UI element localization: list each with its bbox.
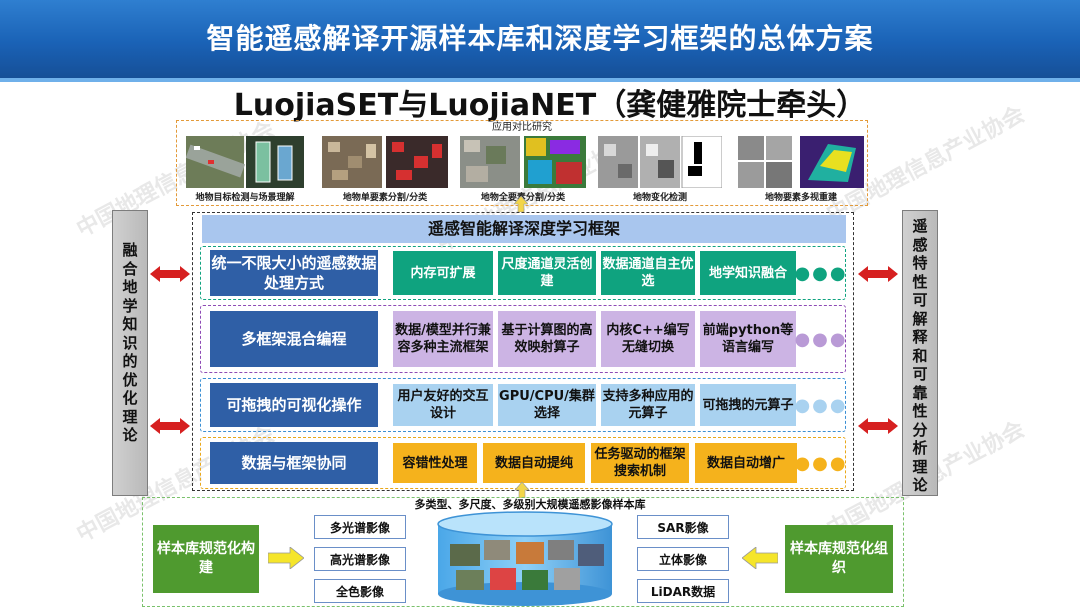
left-arrow-icon: [742, 547, 778, 569]
double-arrow-icon: [150, 418, 190, 434]
more-dots: ●●●: [794, 394, 848, 416]
feature-cell: 任务驱动的框架搜索机制: [591, 443, 689, 483]
side-char: 地: [122, 278, 138, 296]
image-type-lidar: LiDAR数据: [637, 579, 729, 603]
side-char: 遥: [912, 217, 928, 235]
feature-cell: GPU/CPU/集群选择: [498, 384, 596, 426]
side-char: 解: [912, 309, 928, 328]
image-type-panchromatic: 全色影像: [314, 579, 406, 603]
image-type-hyperspectral: 高光谱影像: [314, 547, 406, 571]
organize-standard-box: 样本库规范化组织: [785, 525, 893, 593]
side-char: 融: [122, 241, 138, 259]
side-char: 感: [912, 235, 928, 254]
side-char: 合: [122, 259, 138, 278]
feature-cell: 容错性处理: [393, 443, 477, 483]
app-label: 地物要素多视重建: [764, 193, 837, 203]
feature-cell: 内核C++编写无缝切换: [601, 311, 695, 367]
image-type-sar: SAR影像: [637, 515, 729, 539]
page-title: 智能遥感解译开源样本库和深度学习框架的总体方案: [206, 22, 874, 55]
row-label: 统一不限大小的遥感数据处理方式: [210, 250, 378, 296]
row-label: 数据与框架协同: [210, 442, 378, 484]
side-char: 优: [122, 370, 138, 389]
right-side-theory: 遥 感 特 性 可 解 释 和 可 靠 性 分 析 理 论: [902, 210, 938, 496]
side-char: 性: [912, 272, 928, 291]
feature-cell: 地学知识融合: [700, 251, 796, 295]
image-type-multispectral: 多光谱影像: [314, 515, 406, 539]
row-label: 多框架混合编程: [210, 311, 378, 367]
side-char: 可: [912, 291, 928, 309]
side-char: 理: [122, 407, 138, 426]
satellite-image: [738, 136, 864, 188]
double-arrow-icon: [858, 418, 898, 434]
app-single-element-seg: 地物单要素分割/分类: [322, 136, 448, 204]
framework-row-1: [200, 246, 846, 300]
more-dots: ●●●: [794, 262, 848, 284]
side-char: 特: [912, 254, 928, 272]
side-char: 的: [122, 352, 138, 370]
more-dots: ●●●: [794, 452, 848, 474]
framework-row-3: [200, 378, 846, 432]
feature-cell: 内存可扩展: [393, 251, 493, 295]
side-char: 知: [122, 315, 138, 333]
feature-cell: 前端python等语言编写: [700, 311, 796, 367]
satellite-image: [460, 136, 586, 188]
framework-row-2: [200, 305, 846, 373]
left-side-theory: 融 合 地 学 知 识 的 优 化 理 论: [112, 210, 148, 496]
side-char: 可: [912, 365, 928, 383]
side-char: 识: [122, 333, 138, 352]
more-dots: ●●●: [794, 328, 848, 350]
feature-cell: 用户友好的交互设计: [393, 384, 493, 426]
feature-cell: 数据自动增广: [695, 443, 797, 483]
app-label: 地物单要素分割/分类: [342, 193, 428, 203]
app-object-detection: 地物目标检测与场景理解: [186, 136, 304, 204]
feature-cell: 支持多种应用的元算子: [601, 384, 695, 426]
framework-title: 遥感智能解译深度学习框架: [202, 215, 846, 243]
image-type-stereo: 立体影像: [637, 547, 729, 571]
side-char: 论: [912, 476, 928, 494]
title-underline: [0, 78, 1080, 82]
double-arrow-icon: [858, 266, 898, 282]
up-arrow-icon: [515, 482, 529, 498]
side-char: 化: [122, 389, 138, 407]
side-char: 论: [122, 426, 138, 444]
applications-title: 应用对比研究: [492, 122, 552, 133]
side-char: 学: [122, 296, 138, 315]
feature-cell: 尺度通道灵活创建: [498, 251, 596, 295]
feature-cell: 数据/模型并行兼容多种主流框架: [393, 311, 493, 367]
feature-cell: 基于计算图的高效映射算子: [498, 311, 596, 367]
build-standard-box: 样本库规范化构建: [153, 525, 259, 593]
side-char: 性: [912, 402, 928, 420]
page-subtitle: LuojiaSET与LuojiaNET（龚健雅院士牵头）: [233, 88, 867, 123]
title-bar: [0, 0, 1080, 78]
side-char: 靠: [912, 383, 928, 402]
row-label: 可拖拽的可视化操作: [210, 383, 378, 427]
up-arrow-icon: [514, 196, 528, 212]
satellite-image: [322, 136, 448, 188]
side-char: 和: [912, 346, 928, 365]
double-arrow-icon: [150, 266, 190, 282]
side-char: 理: [912, 457, 928, 476]
app-label: 地物变化检测: [632, 193, 687, 203]
feature-cell: 可拖拽的元算子: [700, 384, 796, 426]
satellite-image: [186, 136, 304, 188]
side-char: 分: [912, 420, 928, 439]
app-label: 地物目标检测与场景理解: [195, 193, 295, 203]
side-char: 析: [912, 439, 928, 457]
app-multiview-reconstruction: 地物要素多视重建: [738, 136, 864, 204]
right-arrow-icon: [268, 547, 304, 569]
sample-database-icon: [437, 511, 613, 606]
sample-library-title: 多类型、多尺度、多级别大规模遥感影像样本库: [414, 498, 646, 511]
app-change-detection: 地物变化检测: [598, 136, 722, 204]
feature-cell: 数据自动提纯: [483, 443, 585, 483]
satellite-image: [598, 136, 722, 188]
side-char: 释: [912, 328, 928, 346]
app-full-element-seg: 地物全要素分割/分类: [460, 136, 586, 204]
feature-cell: 数据通道自主优选: [601, 251, 695, 295]
